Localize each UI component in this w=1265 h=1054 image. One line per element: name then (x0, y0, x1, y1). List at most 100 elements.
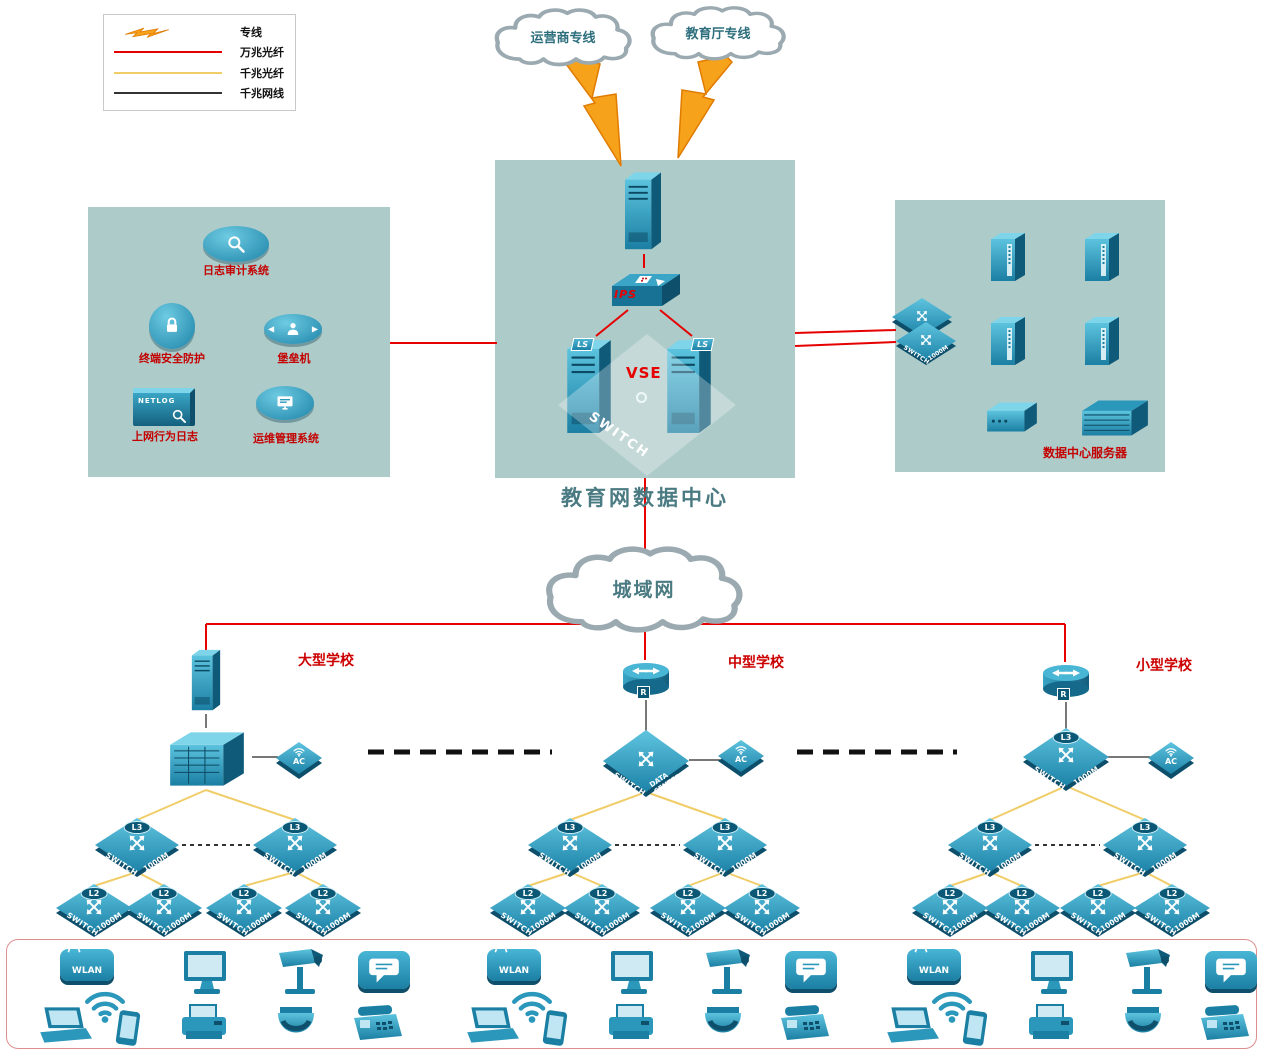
man-cloud[interactable]: 城域网 (535, 543, 753, 638)
switch-arrows-icon (559, 832, 581, 854)
laptop-icon[interactable] (34, 1005, 92, 1045)
printer-icon[interactable] (603, 1003, 659, 1045)
lightning-icon (125, 27, 169, 38)
ac-wireless-controller[interactable]: AC (1148, 742, 1194, 779)
desk-phone-icon[interactable] (773, 1003, 835, 1045)
ac-wireless-controller[interactable]: AC (718, 740, 764, 777)
desk-phone-icon[interactable] (1193, 1003, 1255, 1045)
l2-switch[interactable]: L2 SWITCH 1000M (1134, 884, 1210, 938)
monitor-icon (275, 393, 295, 413)
ptz-camera-icon[interactable] (1118, 947, 1178, 997)
l2-switch[interactable]: L2 SWITCH 1000M (724, 884, 800, 938)
l3-switch[interactable]: L3 SWITCH 1000M (1103, 818, 1187, 878)
wireless-ap-tile[interactable]: WLAN (907, 949, 961, 981)
l2-badge: L2 (150, 887, 178, 900)
l3-badge: L3 (123, 821, 151, 834)
messaging-tile[interactable] (1205, 951, 1257, 989)
l3-core-switch[interactable]: L3 SWITCH 1000M (1023, 728, 1109, 792)
l3-switch[interactable]: L3 SWITCH 1000M (528, 818, 612, 878)
l2-badge: L2 (1084, 887, 1112, 900)
ops-management-icon[interactable] (256, 386, 314, 420)
isp-cloud[interactable]: 运营商专线 (487, 6, 639, 70)
wlan-label: WLAN (71, 966, 103, 976)
smartphone-icon[interactable] (539, 1009, 571, 1047)
edu-cloud-label: 教育厅专线 (685, 26, 751, 42)
l3-switch[interactable]: L3 SWITCH 1000M (95, 818, 179, 878)
ac-label: AC (1164, 757, 1178, 766)
l2-switch[interactable]: L2 SWITCH 1000M (912, 884, 988, 938)
dome-camera-icon[interactable] (1121, 1003, 1165, 1043)
log-audit-icon[interactable] (203, 226, 269, 262)
l2-switch[interactable]: L2 SWITCH 1000M (984, 884, 1060, 938)
l2-switch[interactable]: L2 SWITCH 1000M (285, 884, 361, 938)
desktop-computer-icon[interactable] (1025, 949, 1083, 999)
desktop-computer-icon[interactable] (178, 949, 236, 999)
l3-switch[interactable]: L3 SWITCH 1000M (253, 818, 337, 878)
l3-badge: L3 (711, 821, 739, 834)
wireless-ap-tile[interactable]: WLAN (487, 949, 541, 981)
l2-switch[interactable]: L2 SWITCH 1000M (650, 884, 726, 938)
school-medium-label: 中型学校 (728, 655, 784, 671)
vse-port-circle (636, 392, 647, 403)
school-server-tower[interactable] (186, 648, 226, 714)
antenna-icon (911, 940, 931, 953)
storage-server[interactable] (983, 398, 1041, 436)
endpoint-security-icon[interactable] (149, 303, 195, 349)
switch-arrows-icon (284, 832, 306, 854)
l2-badge: L2 (80, 887, 108, 900)
l2-badge: L2 (514, 887, 542, 900)
printer-icon[interactable] (1023, 1003, 1079, 1045)
school-large-label: 大型学校 (298, 653, 354, 669)
ptz-camera-icon[interactable] (698, 947, 758, 997)
endpoint-security-label: 终端安全防护 (139, 352, 205, 365)
l2-switch[interactable]: L2 SWITCH 1000M (490, 884, 566, 938)
server-cabinet[interactable] (986, 316, 1032, 368)
dome-camera-icon[interactable] (274, 1003, 318, 1043)
edu-bureau-cloud[interactable]: 教育厅专线 (643, 4, 793, 64)
l2-badge: L2 (1008, 887, 1036, 900)
printer-icon[interactable] (176, 1003, 232, 1045)
server-cabinet[interactable] (1080, 232, 1126, 284)
server-farm-switch-lower[interactable]: SWITCH 1000M (896, 322, 956, 366)
l2-switch[interactable]: L2 SWITCH 1000M (1060, 884, 1136, 938)
l3-switch[interactable]: L3 SWITCH 1000M (683, 818, 767, 878)
l2-switch[interactable]: L2 SWITCH 1000M (126, 884, 202, 938)
core-switch-chassis[interactable] (164, 726, 250, 790)
server-cabinet[interactable] (1080, 316, 1126, 368)
legend-label: 万兆光纤 (240, 46, 284, 60)
smartphone-icon[interactable] (959, 1009, 991, 1047)
firewall-tower[interactable] (618, 170, 668, 254)
laptop-icon[interactable] (881, 1005, 939, 1045)
l2-switch[interactable]: L2 SWITCH 1000M (56, 884, 132, 938)
l2-switch[interactable]: L2 SWITCH 1000M (206, 884, 282, 938)
desk-phone-icon[interactable] (346, 1003, 408, 1045)
desktop-computer-icon[interactable] (605, 949, 663, 999)
ac-wireless-controller[interactable]: AC (276, 742, 322, 779)
right-arrow-icon: ▶ (311, 324, 318, 334)
endpoint-group: WLAN (875, 939, 1265, 1051)
legend-row-dedicated: 专线 (114, 24, 285, 40)
dome-camera-icon[interactable] (701, 1003, 745, 1043)
l2-badge: L2 (674, 887, 702, 900)
server-cabinet[interactable] (986, 232, 1032, 284)
smartphone-icon[interactable] (112, 1009, 144, 1047)
ptz-camera-icon[interactable] (271, 947, 331, 997)
ac-label: AC (292, 757, 306, 766)
magnifier-icon (171, 408, 187, 424)
switch-arrows-icon (919, 332, 934, 347)
chat-bubble-icon (1213, 957, 1249, 985)
wifi-icon (290, 746, 308, 757)
server-panel-label: 数据中心服务器 (1042, 446, 1127, 460)
wireless-ap-tile[interactable]: WLAN (60, 949, 114, 981)
bastion-host-icon[interactable]: ◀ ▶ (264, 314, 322, 344)
bastion-host-label: 堡垒机 (277, 352, 311, 365)
netlog-device-icon[interactable]: NETLOG (133, 388, 195, 426)
rack-server[interactable] (1078, 396, 1152, 438)
laptop-icon[interactable] (461, 1005, 519, 1045)
messaging-tile[interactable] (358, 951, 410, 989)
datacenter-switch[interactable]: SWITCH DATA CENTER (603, 730, 689, 798)
l2-switch[interactable]: L2 SWITCH 1000M (564, 884, 640, 938)
messaging-tile[interactable] (785, 951, 837, 989)
l3-badge: L3 (1131, 821, 1159, 834)
l3-switch[interactable]: L3 SWITCH 1000M (948, 818, 1032, 878)
